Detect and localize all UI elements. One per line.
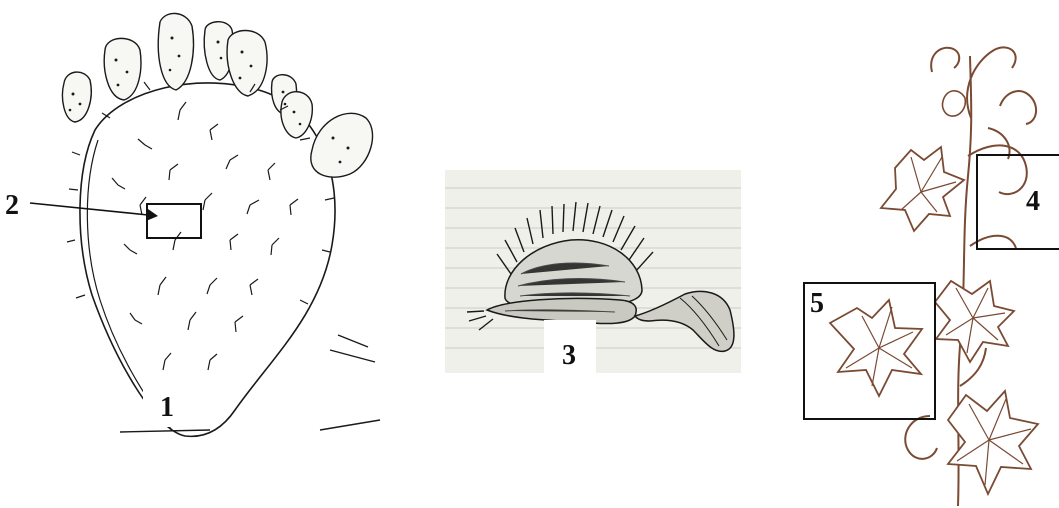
figure-2-pointer-arrow <box>18 190 198 230</box>
cactus-panel: 2 1 <box>0 0 400 440</box>
flytrap-petiole <box>635 291 734 351</box>
figure-1-label: 1 <box>160 394 174 422</box>
flytrap-panel: 3 <box>445 170 741 373</box>
flytrap-bottom-cilia <box>467 311 493 330</box>
figure-3-label: 3 <box>562 342 576 370</box>
vine-bud <box>942 91 965 116</box>
figure-4-label: 4 <box>1026 188 1040 216</box>
cactus-fruits <box>62 13 372 177</box>
figure-4-box <box>976 154 1059 250</box>
figure-5-label: 5 <box>810 290 824 318</box>
figure-2-label: 2 <box>5 192 19 220</box>
vine-illustration <box>800 26 1059 508</box>
vine-panel: 4 5 <box>800 26 1059 508</box>
